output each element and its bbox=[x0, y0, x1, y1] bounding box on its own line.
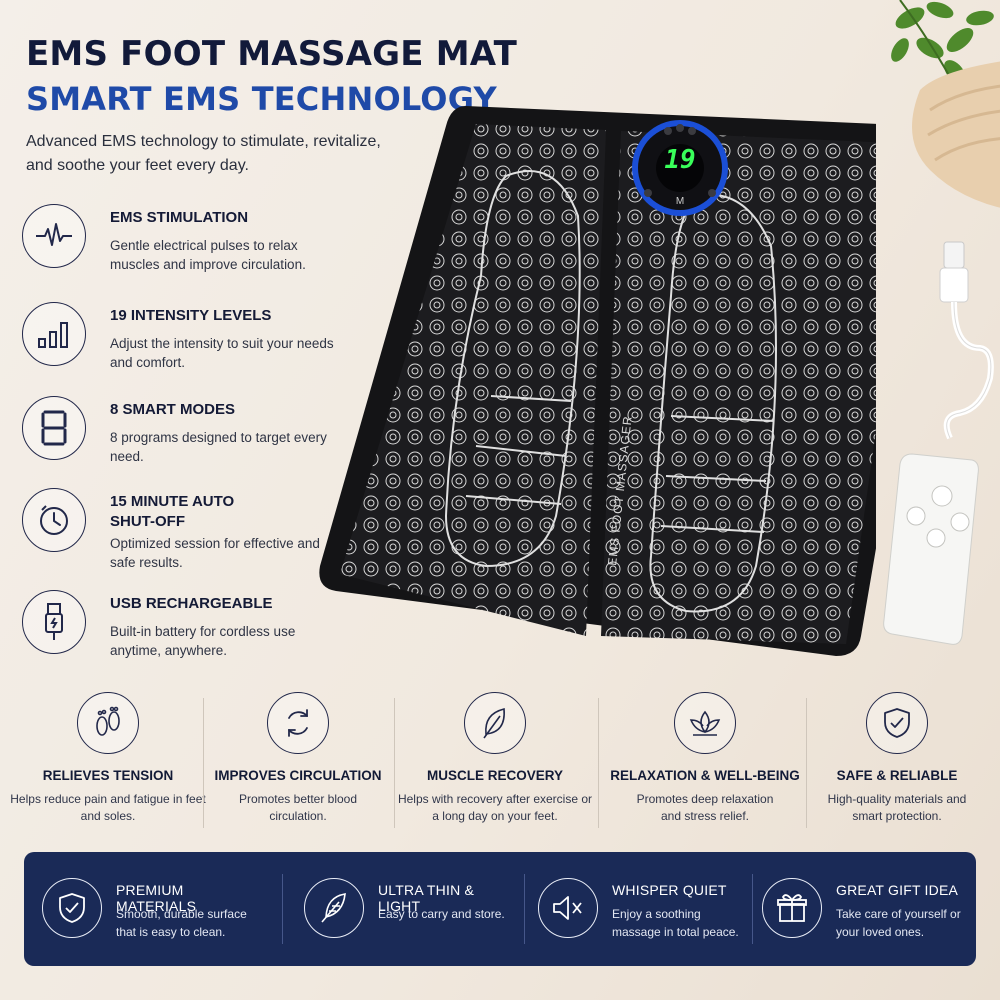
benefit-relieves-tension: RELIEVES TENSION Helps reduce pain and f… bbox=[8, 692, 208, 825]
intro-text: Advanced EMS technology to stimulate, re… bbox=[26, 133, 381, 174]
leaf-icon bbox=[464, 692, 526, 754]
remote-control bbox=[883, 453, 979, 645]
feature-desc: Adjust the intensity to suit your needs … bbox=[110, 336, 334, 370]
gift-icon bbox=[762, 878, 822, 938]
banner-item-premium-materials: PREMIUM MATERIALS Smooth, durable surfac… bbox=[24, 852, 256, 966]
feature-desc: Optimized session for effective and safe… bbox=[110, 536, 320, 570]
feature-intensity-levels: 19 INTENSITY LEVELS Adjust the intensity… bbox=[22, 302, 352, 392]
divider bbox=[203, 698, 204, 828]
divider bbox=[752, 874, 753, 944]
feature-ems-stimulation: EMS STIMULATION Gentle electrical pulses… bbox=[22, 204, 352, 294]
feature-desc: 8 programs designed to target every need… bbox=[110, 430, 327, 464]
towel-decoration bbox=[912, 61, 1000, 208]
foot-massage-mat: EMS FOOT MASSAGER bbox=[319, 106, 876, 656]
feature-title: USB RECHARGEABLE bbox=[110, 595, 273, 612]
benefit-title: RELAXATION & WELL-BEING bbox=[610, 768, 800, 783]
banner-item-title: ULTRA THIN & LIGHT bbox=[378, 882, 475, 914]
banner-item-desc: Take care of yourself or your loved ones… bbox=[836, 907, 961, 939]
divider bbox=[394, 698, 395, 828]
lotus-icon bbox=[674, 692, 736, 754]
benefit-improves-circulation: IMPROVES CIRCULATION Promotes better blo… bbox=[198, 692, 398, 825]
feature-title: 19 INTENSITY LEVELS bbox=[110, 307, 272, 324]
benefit-title: RELIEVES TENSION bbox=[42, 768, 174, 783]
banner-item-title: GREAT GIFT IDEA bbox=[836, 882, 959, 898]
benefit-title: MUSCLE RECOVERY bbox=[426, 768, 563, 783]
pulse-icon bbox=[22, 204, 86, 268]
benefit-desc: Promotes deep relaxation and stress reli… bbox=[636, 792, 774, 823]
benefit-muscle-recovery: MUSCLE RECOVERY Helps with recovery afte… bbox=[395, 692, 595, 825]
circulation-icon bbox=[267, 692, 329, 754]
benefit-safe-reliable: SAFE & RELIABLE High-quality materials a… bbox=[797, 692, 997, 825]
banner-item-ultra-thin: ULTRA THIN & LIGHT Easy to carry and sto… bbox=[286, 852, 518, 966]
benefit-desc: High-quality materials and smart protect… bbox=[827, 792, 967, 823]
divider bbox=[524, 874, 525, 944]
banner-item-gift-idea: GREAT GIFT IDEA Take care of yourself or… bbox=[744, 852, 976, 966]
banner-item-desc: Enjoy a soothing massage in total peace. bbox=[612, 907, 739, 939]
footprints-icon bbox=[77, 692, 139, 754]
digit-eight-icon bbox=[22, 396, 86, 460]
signal-bars-icon bbox=[22, 302, 86, 366]
divider bbox=[282, 874, 283, 944]
page-title: EMS FOOT MASSAGE MAT bbox=[26, 34, 518, 74]
feature-auto-shutoff: 15 MINUTE AUTO SHUT-OFF Optimized sessio… bbox=[22, 488, 352, 578]
benefit-relaxation: RELAXATION & WELL-BEING Promotes deep re… bbox=[605, 692, 805, 825]
banner-item-desc: Smooth, durable surface that is easy to … bbox=[116, 907, 247, 939]
banner-item-whisper-quiet: WHISPER QUIET Enjoy a soothing massage i… bbox=[520, 852, 752, 966]
shield-check-icon bbox=[42, 878, 102, 938]
banner-item-title: WHISPER QUIET bbox=[612, 882, 727, 898]
usb-icon bbox=[22, 590, 86, 654]
feature-smart-modes: 8 SMART MODES 8 programs designed to tar… bbox=[22, 396, 352, 486]
benefit-desc: Promotes better blood circulation. bbox=[238, 792, 358, 823]
feature-desc: Built-in battery for cordless use anytim… bbox=[110, 624, 296, 658]
shield-check-icon bbox=[866, 692, 928, 754]
benefit-title: IMPROVES CIRCULATION bbox=[214, 768, 382, 783]
benefit-title: SAFE & RELIABLE bbox=[836, 768, 958, 783]
intensity-display: 19 bbox=[664, 145, 696, 175]
timer-icon bbox=[22, 488, 86, 552]
features-banner: PREMIUM MATERIALS Smooth, durable surfac… bbox=[24, 852, 976, 966]
page-subtitle: SMART EMS TECHNOLOGY bbox=[26, 80, 497, 118]
feature-title: 8 SMART MODES bbox=[110, 401, 236, 418]
divider bbox=[806, 698, 807, 828]
benefit-desc: Helps with recovery after exercise or a … bbox=[397, 792, 593, 823]
banner-item-title: PREMIUM MATERIALS bbox=[116, 882, 197, 914]
mode-button[interactable]: M bbox=[675, 196, 685, 207]
feature-usb-rechargeable: USB RECHARGEABLE Built-in battery for co… bbox=[22, 590, 352, 680]
feature-title: 15 MINUTE AUTO SHUT-OFF bbox=[110, 493, 235, 530]
feather-icon bbox=[304, 878, 364, 938]
usb-cable bbox=[939, 241, 994, 440]
mat-control-panel bbox=[632, 120, 728, 216]
benefit-desc: Helps reduce pain and fatigue in feet an… bbox=[10, 792, 206, 823]
divider bbox=[598, 698, 599, 828]
speaker-mute-icon bbox=[538, 878, 598, 938]
banner-item-desc: Easy to carry and store. bbox=[378, 907, 505, 921]
feature-title: EMS STIMULATION bbox=[110, 209, 249, 226]
feature-desc: Gentle electrical pulses to relax muscle… bbox=[110, 238, 306, 272]
